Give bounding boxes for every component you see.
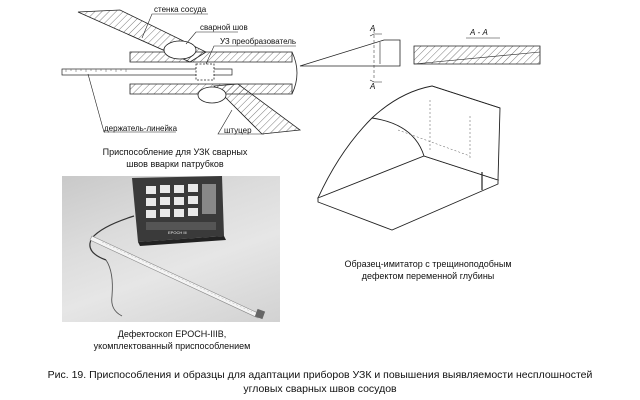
figure-caption-line2: угловых сварных швов сосудов <box>243 383 397 395</box>
specimen-3d <box>316 85 501 231</box>
device-photo: EPOCH III <box>62 176 280 322</box>
photo-caption-line2: укомплектованный приспособлением <box>93 341 251 351</box>
fixture-caption: Приспособление для УЗК сварных швов ввар… <box>80 146 270 170</box>
section-aa-block <box>413 45 541 65</box>
weld-upper <box>163 40 197 60</box>
figure-caption: Рис. 19. Приспособления и образцы для ад… <box>0 368 640 396</box>
section-aa-label: А - А <box>470 28 488 37</box>
figure-caption-line1: Рис. 19. Приспособления и образцы для ад… <box>47 369 593 381</box>
label-nozzle: штуцер <box>224 126 252 135</box>
label-weld: сварной шов <box>200 23 248 32</box>
photo-caption-line1: Дефектоскоп EPOCH-IIIB, <box>117 329 227 339</box>
transducer <box>195 63 215 81</box>
ruler-rod <box>89 235 261 319</box>
photo-caption: Дефектоскоп EPOCH-IIIB, укомплектованный… <box>72 328 272 352</box>
fixture-caption-line1: Приспособление для УЗК сварных <box>102 147 248 157</box>
specimen-caption-line1: Образец-имитатор с трещиноподобным <box>344 259 512 269</box>
label-vessel-wall: стенка сосуда <box>154 5 207 14</box>
section-marker-top: А <box>370 24 376 33</box>
device-photo-art: EPOCH III <box>89 176 266 320</box>
label-transducer: УЗ преобразователь <box>220 37 297 46</box>
specimen-caption-line2: дефектом переменной глубины <box>361 271 495 281</box>
label-ruler-holder: держатель-линейка <box>104 124 178 133</box>
nozzle-pipe-top <box>129 51 293 63</box>
section-marker-bottom: А <box>370 82 376 91</box>
ruler-holder <box>61 68 233 76</box>
weld-lower <box>197 86 227 104</box>
flaw-detector-device <box>132 176 226 246</box>
specimen-caption: Образец-имитатор с трещиноподобным дефек… <box>316 258 540 282</box>
device-label: EPOCH III <box>168 230 187 235</box>
fixture-caption-line2: швов вварки патрубков <box>126 159 224 169</box>
wedge-side-view <box>299 39 401 67</box>
